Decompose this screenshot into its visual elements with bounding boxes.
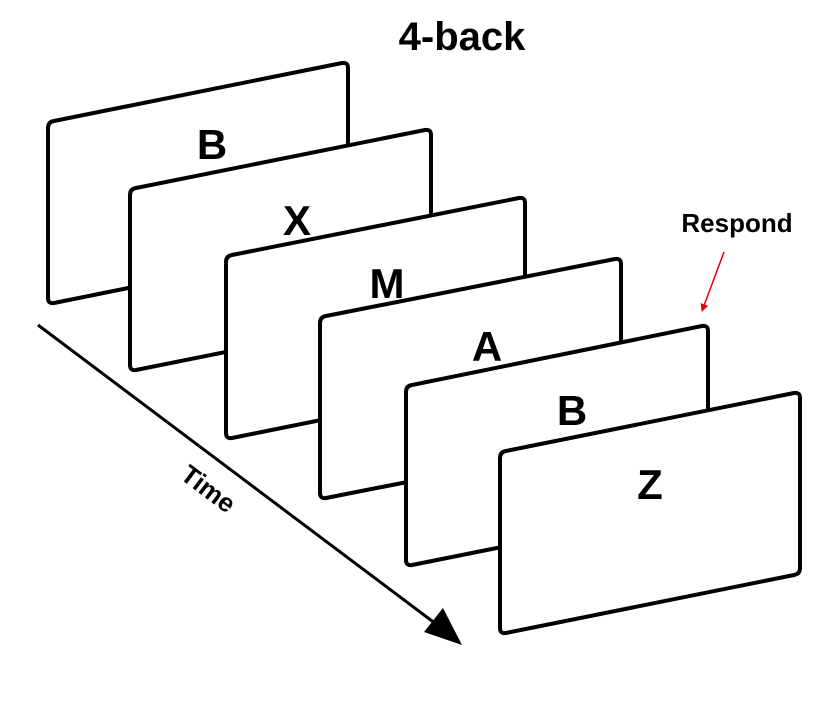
diagram-title: 4-back bbox=[399, 15, 526, 59]
time-axis-arrowhead bbox=[424, 608, 462, 645]
stimulus-letter: Z bbox=[637, 461, 663, 508]
stimulus-letter: M bbox=[370, 260, 405, 307]
stimulus-letter: A bbox=[472, 323, 502, 370]
time-axis-label: Time bbox=[175, 459, 241, 519]
stimulus-letter: X bbox=[283, 197, 311, 244]
stimulus-letter: B bbox=[197, 121, 227, 168]
stimulus-card: Z bbox=[498, 390, 802, 636]
stimulus-card-stack: B X M A B Z bbox=[46, 60, 802, 636]
respond-arrow bbox=[700, 251, 725, 312]
stimulus-letter: B bbox=[557, 387, 587, 434]
respond-label: Respond bbox=[681, 208, 792, 238]
stimulus-card-frame bbox=[498, 390, 802, 636]
time-axis-arrow bbox=[37, 323, 445, 632]
